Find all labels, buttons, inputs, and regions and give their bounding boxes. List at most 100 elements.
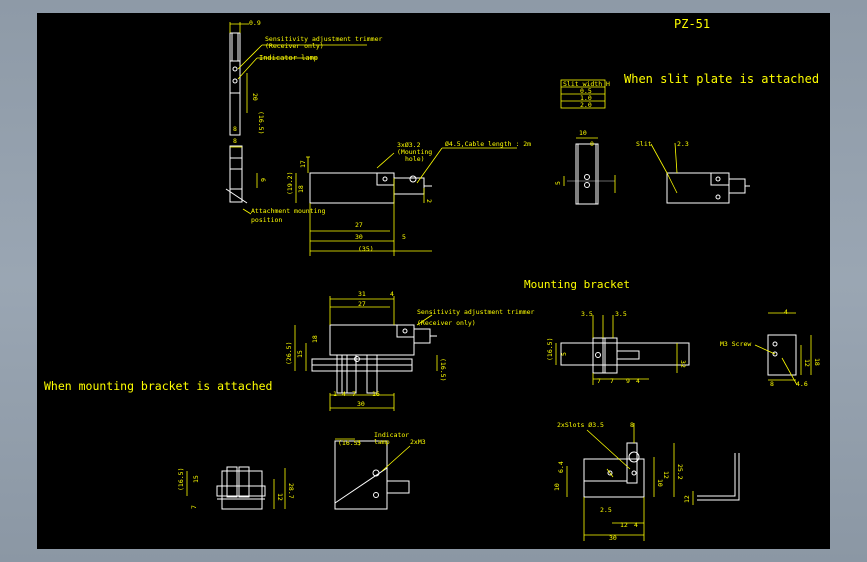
label-mount-hole-3: hole) xyxy=(405,155,425,163)
dim-label: 2.5 xyxy=(600,506,612,514)
label-cable: Ø4.5,Cable length : 2m xyxy=(445,140,531,148)
dim-label: (16.5) xyxy=(177,468,185,491)
dim-label: 12 xyxy=(662,471,670,479)
dim-label: 6 xyxy=(259,178,267,182)
dim-label: 27 xyxy=(355,221,363,229)
bracket-small-front: (16.5) 15 12 28.7 7 xyxy=(177,466,295,510)
slit-side-view: 10 0 5 xyxy=(554,129,616,205)
label-m3-screw: M3 Screw xyxy=(720,340,751,348)
cad-drawing-canvas: PZ-51 When slit plate is attached Mounti… xyxy=(37,13,830,549)
bracket-l-profile: 12 xyxy=(683,453,740,505)
bracket-end-view: 4 M3 Screw 12 18 8 4.6 xyxy=(720,308,821,388)
dim-label: 4 xyxy=(784,308,788,316)
dim-label: (19.2) xyxy=(286,172,294,195)
bracket-indicator-view: (16.5) 5 Indicator lamp 2xM3 xyxy=(334,431,426,510)
label-slit: Slit xyxy=(636,140,652,148)
dim-label: 0.9 xyxy=(249,19,261,27)
dim-label: 0 xyxy=(590,140,594,148)
dim-label: 4.6 xyxy=(796,380,808,388)
label-sens-trimmer: Sensitivity adjustment trimmer xyxy=(265,35,382,43)
caption-bracket-title: Mounting bracket xyxy=(524,278,630,291)
dim-label: 16 xyxy=(372,390,380,398)
dim-label: 2 xyxy=(425,199,433,203)
caption-slit: When slit plate is attached xyxy=(624,72,819,86)
dim-label: 18 xyxy=(813,358,821,366)
dim-label: 27 xyxy=(358,300,366,308)
slit-width-table: Slit width H 0.5 1.0 2.0 xyxy=(560,79,610,109)
dim-label: (16.5) xyxy=(257,111,265,134)
front-view-main: 17 (19.2) 18 27 30 5 (35) 3xØ3.2 (Mounti… xyxy=(286,140,531,256)
dim-label: 7 xyxy=(352,390,356,398)
dim-label: 31 xyxy=(358,290,366,298)
label-mount-hole: 3xØ3.2 xyxy=(397,141,421,149)
label-indicator-lamp: Indicator lamp xyxy=(259,54,318,62)
dim-label: 18 xyxy=(311,335,319,343)
dim-label: 7 xyxy=(597,377,601,385)
label-mount-hole-2: (Mounting xyxy=(397,148,432,156)
dim-label: 10 xyxy=(579,129,587,137)
dim-label: (35) xyxy=(358,245,374,253)
dim-label: 12 xyxy=(620,521,628,529)
dim-label: (16.5) xyxy=(546,338,554,361)
dim-label: 30 xyxy=(357,400,365,408)
dim-label: 20 xyxy=(251,93,259,101)
dim-label: 5 xyxy=(554,181,562,185)
table-cell: 2.0 xyxy=(580,101,592,109)
table-header: Slit width H xyxy=(563,80,610,88)
dim-label: 8 xyxy=(233,137,237,145)
drawing-sheet: PZ-51 When slit plate is attached Mounti… xyxy=(44,17,821,542)
label-slots: 2xSlots Ø3.5 xyxy=(557,421,604,429)
dim-label: 5 xyxy=(357,439,361,447)
slit-front-view: Slit 2.3 xyxy=(636,140,750,204)
dim-label: (16.5) xyxy=(338,439,361,447)
dim-label: 8 xyxy=(770,380,774,388)
table-cell: 0.5 xyxy=(580,87,592,95)
dim-label: 2.3 xyxy=(677,140,689,148)
side-view-top: 0.9 20 (16.5) Sensitivity adjustment tri… xyxy=(229,19,382,136)
bracket-side-view: 3.5 3.5 (16.5) 5 7 7 9 4 32 xyxy=(546,310,690,385)
dim-label: 7 xyxy=(610,377,614,385)
dim-label: 8 xyxy=(630,421,634,429)
dim-label: 5 xyxy=(560,352,568,356)
label-attach-pos: Attachment mounting xyxy=(251,207,325,215)
dim-label: 8 xyxy=(233,125,237,133)
dim-label: 15 xyxy=(296,350,304,358)
dim-label: 4 xyxy=(342,390,346,398)
dim-label: 30 xyxy=(609,534,617,542)
dim-label: 7 xyxy=(190,505,198,509)
dim-label: 4 xyxy=(634,521,638,529)
caption-bracket: When mounting bracket is attached xyxy=(44,379,272,393)
label-receiver-only: (Receiver only) xyxy=(417,319,476,327)
bracket-assembly-front: 31 4 27 Sensitivity adjustment trimmer (… xyxy=(285,290,534,411)
label-indicator: Indicator xyxy=(374,431,409,439)
dim-label: 3.5 xyxy=(581,310,593,318)
dim-label: 12 xyxy=(683,495,691,503)
dim-label: 17 xyxy=(299,160,307,168)
label-indicator-2: lamp xyxy=(374,438,390,446)
dim-label: 12 xyxy=(803,359,811,367)
label-attach-pos-2: position xyxy=(251,216,282,224)
label-m3: 2xM3 xyxy=(410,438,426,446)
dim-label: 15 xyxy=(192,475,200,483)
dim-label: 3.5 xyxy=(615,310,627,318)
label-sens-trimmer: Sensitivity adjustment trimmer xyxy=(417,308,534,316)
dim-label: 10 xyxy=(553,483,561,491)
side-view-attachment: Attachment mounting position 8 6 xyxy=(225,137,325,224)
dim-label: 5 xyxy=(402,233,406,241)
drawing-title: PZ-51 xyxy=(674,17,710,31)
dim-label: 4 xyxy=(636,377,640,385)
dim-label: 9 xyxy=(626,377,630,385)
dim-label: 4 xyxy=(390,290,394,298)
dim-label: 18 xyxy=(297,185,305,193)
dim-label: 30 xyxy=(355,233,363,241)
dim-label: (16.5) xyxy=(439,358,447,381)
dim-label: (26.5) xyxy=(285,342,293,365)
dim-label: 6.4 xyxy=(557,461,565,473)
dim-label: 25.2 xyxy=(676,464,684,480)
dim-label: 10 xyxy=(656,479,664,487)
bracket-plan-view: 2xSlots Ø3.5 8 6.4 10 10 12 25.2 2.5 12 … xyxy=(553,421,684,542)
table-cell: 1.0 xyxy=(580,94,592,102)
dim-label: 32 xyxy=(679,360,687,368)
label-receiver-only: (Receiver only) xyxy=(265,42,324,50)
dim-label: 1 xyxy=(333,390,337,398)
